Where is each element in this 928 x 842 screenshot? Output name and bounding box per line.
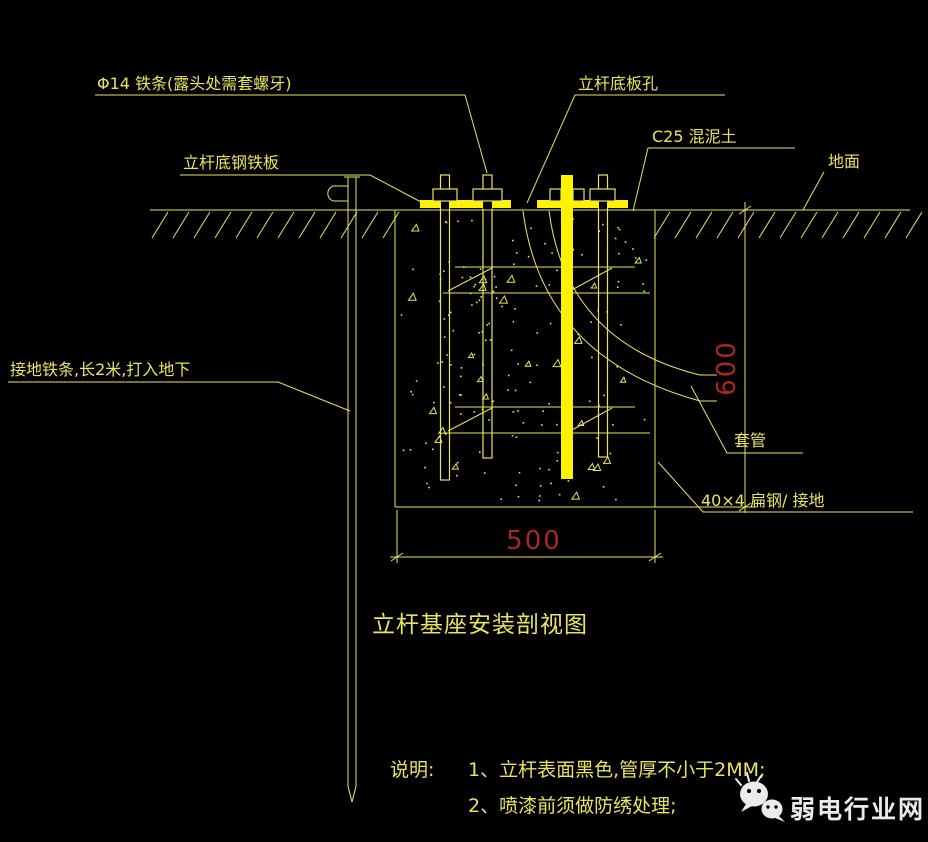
plate-bolt-hole xyxy=(483,199,492,209)
drawing-title: 立杆基座安装剖视图 xyxy=(372,612,588,638)
anchor-bolts xyxy=(439,174,609,481)
dimension-width-value: 500 xyxy=(506,526,562,556)
leader-ground xyxy=(802,171,825,211)
notes: 说明: 1、立杆表面黑色,管厚不小于2MM; 2、喷漆前须做防绣处理; xyxy=(390,759,765,817)
conduit-sleeve xyxy=(522,210,717,402)
base-plate xyxy=(420,199,628,209)
dimension-500: 500 xyxy=(390,510,663,563)
wechat-icon xyxy=(735,772,785,822)
leader-sleeve xyxy=(690,385,803,454)
label-anchor-bar: Φ14 铁条(露头处需套螺牙) xyxy=(97,74,292,93)
label-base-plate: 立杆底钢铁板 xyxy=(183,153,279,172)
leader-anchor-bar xyxy=(95,94,488,174)
label-base-plate-hole: 立杆底板孔 xyxy=(578,74,658,93)
leader-lines xyxy=(8,94,913,513)
dimension-600: 600 xyxy=(712,202,752,513)
leader-ground-bar xyxy=(8,381,351,412)
leader-concrete xyxy=(632,147,795,212)
grounding-rod xyxy=(327,176,360,803)
dimension-depth-value: 600 xyxy=(712,340,742,396)
labels: Φ14 铁条(露头处需套螺牙) 立杆底板孔 C25 混泥土 地面 立杆底钢铁板 … xyxy=(10,74,860,510)
rod-hook xyxy=(327,185,348,202)
label-flat-steel: 40×4 扁钢/ 接地 xyxy=(701,491,825,510)
concrete-triangles xyxy=(407,223,643,500)
plate-center-hole xyxy=(511,199,537,209)
bolt-nuts xyxy=(432,188,616,202)
leader-flat-steel xyxy=(657,461,913,513)
label-ground: 地面 xyxy=(828,152,860,171)
foundation-outline xyxy=(394,210,757,508)
plate-bolt-hole xyxy=(441,199,449,209)
watermark-name: 弱电行业网 xyxy=(790,795,925,824)
rebar-ties xyxy=(443,266,650,434)
concrete-stipple xyxy=(400,218,648,502)
pole xyxy=(561,175,573,479)
leader-plate-hole xyxy=(526,94,725,204)
leader-base-plate xyxy=(180,174,422,203)
watermark-logo: 弱电行业网 xyxy=(735,772,925,824)
plate-bolt-hole xyxy=(599,199,607,209)
note-item-1: 1、立杆表面黑色,管厚不小于2MM; xyxy=(468,759,765,781)
notes-heading: 说明: xyxy=(390,759,434,781)
label-ground-bar: 接地铁条,长2米,打入地下 xyxy=(10,360,190,379)
label-concrete: C25 混泥土 xyxy=(652,127,737,146)
label-sleeve: 套管 xyxy=(734,431,766,450)
ground-hatch xyxy=(151,211,923,239)
note-item-2: 2、喷漆前须做防绣处理; xyxy=(468,795,677,817)
